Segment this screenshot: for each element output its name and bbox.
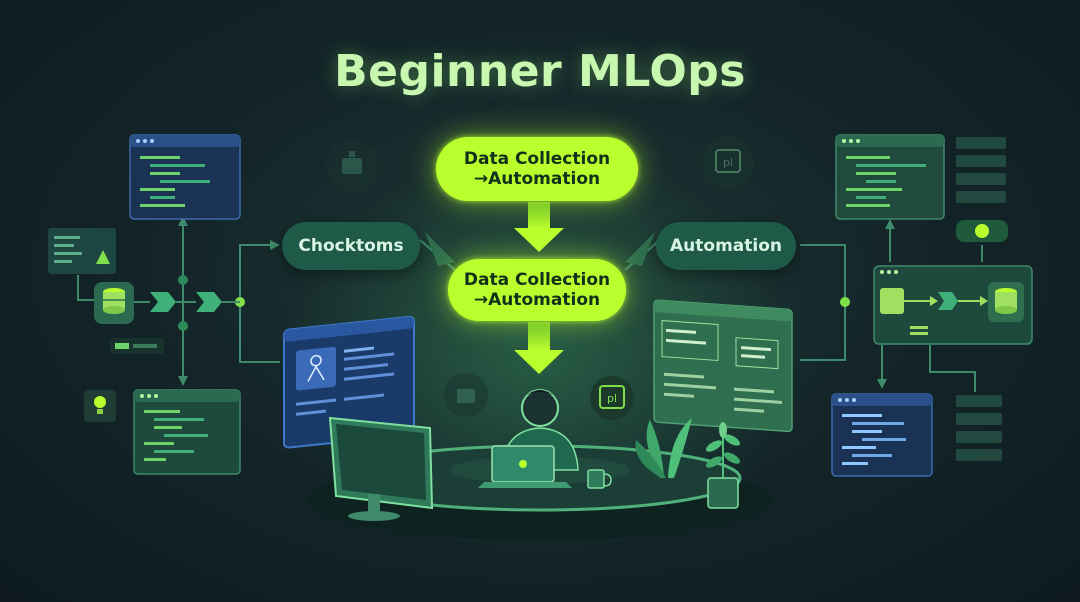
coffee-cup [587, 469, 612, 489]
left-arrow-into-center [425, 232, 455, 266]
node-middle-step: Data Collection →Automation [448, 259, 626, 321]
right-arrow-into-center [625, 232, 655, 266]
code-window-top-right [835, 134, 945, 220]
flow-arrow-1 [514, 202, 564, 252]
flask-widget [48, 228, 116, 274]
junction-dots [178, 275, 850, 331]
svg-text:pl: pl [607, 392, 617, 405]
connector-arrowheads [178, 216, 895, 389]
list-widget-top-right [956, 137, 1006, 203]
lightbulb-icon [84, 390, 116, 422]
node-top-step: Data Collection →Automation [436, 137, 638, 201]
code-window-bottom-right [831, 393, 933, 477]
database-icon [94, 282, 134, 324]
pipeline-window [873, 265, 1033, 345]
lightbulb-icon-right [956, 220, 1008, 242]
flow-arrow-2 [514, 322, 564, 374]
user-card-icon [283, 315, 415, 449]
page-title: Beginner MLOps [334, 46, 746, 97]
node-top-step-label: Data Collection →Automation [463, 149, 611, 189]
potted-plant [705, 422, 741, 509]
node-left-step-label: Chocktoms [298, 236, 404, 256]
node-right-step: Automation [656, 222, 796, 270]
robot-icon-2 [444, 373, 488, 417]
plant-icon [635, 418, 692, 478]
node-right-step-label: Automation [670, 236, 782, 256]
node-left-step: Chocktoms [282, 222, 420, 270]
node-middle-step-label: Data Collection →Automation [463, 270, 611, 310]
robot-icon [326, 139, 378, 191]
chevron-arrow-icon [134, 292, 240, 312]
dashboard-window [653, 299, 793, 433]
framed-icon-bottom: pl [590, 376, 634, 420]
monitor [328, 416, 434, 521]
list-widget-bottom-right [956, 395, 1002, 461]
framed-icon-top-right: pl [702, 136, 754, 188]
status-chip-left [110, 338, 164, 354]
svg-text:pl: pl [723, 156, 733, 169]
code-window-top-left [129, 134, 241, 220]
code-window-bottom-left [133, 389, 241, 475]
laptop-icon [478, 445, 572, 488]
